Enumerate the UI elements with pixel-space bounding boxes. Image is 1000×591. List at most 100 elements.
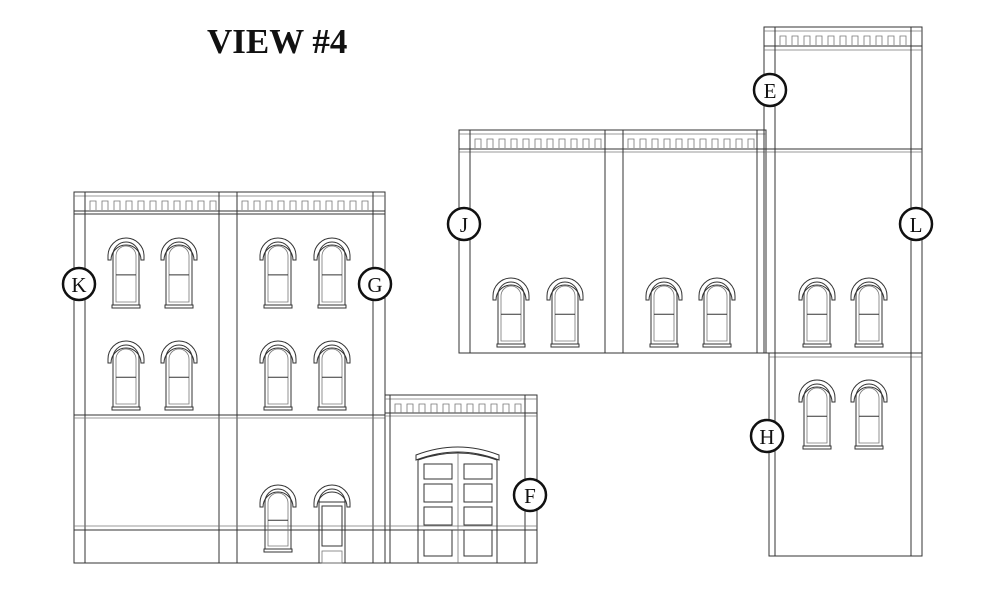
label-h: H	[759, 425, 774, 449]
dentil	[735, 138, 743, 148]
dentil	[486, 138, 494, 148]
window-glass	[168, 348, 190, 405]
window-sill	[854, 445, 884, 450]
dentil	[313, 200, 321, 210]
dentil	[711, 138, 719, 148]
dentil	[779, 35, 787, 45]
arched-window	[160, 340, 198, 411]
dentil	[442, 403, 450, 413]
window-frame	[318, 241, 346, 306]
carriage-door-panel	[463, 506, 493, 526]
dentil	[466, 403, 474, 413]
window-frame	[855, 281, 883, 345]
dentil	[125, 200, 133, 210]
window-glass	[706, 285, 728, 342]
window-arch	[850, 277, 888, 301]
dentil	[687, 138, 695, 148]
dentil	[89, 200, 97, 210]
label-circle-e	[752, 72, 788, 108]
dentil	[747, 138, 755, 148]
windows	[107, 237, 888, 553]
window-frame	[803, 281, 831, 345]
window-sill	[802, 445, 832, 450]
window-frame	[497, 281, 525, 345]
dentil	[113, 200, 121, 210]
dentil	[337, 200, 345, 210]
dentil	[498, 138, 506, 148]
dentil	[197, 200, 205, 210]
dentil	[514, 403, 522, 413]
carriage-door-arch	[415, 446, 500, 461]
window-frame	[112, 344, 140, 408]
dentil	[289, 200, 297, 210]
carriage-door-panel	[463, 529, 493, 557]
dentil	[875, 35, 883, 45]
arched-window	[850, 379, 888, 450]
window-glass	[321, 245, 343, 303]
window-arch	[107, 340, 145, 364]
window-arch	[107, 237, 145, 261]
dentil	[570, 138, 578, 148]
dentil	[277, 200, 285, 210]
dentil	[863, 35, 871, 45]
window-glass	[500, 285, 522, 342]
dentil	[253, 200, 261, 210]
arched-window	[798, 277, 836, 348]
wall-outline	[73, 191, 386, 564]
window-frame	[165, 344, 193, 408]
arched-window	[798, 379, 836, 450]
window-arch	[645, 277, 683, 301]
window-sill	[649, 343, 679, 348]
window-glass	[653, 285, 675, 342]
dentil	[241, 200, 249, 210]
window-sill	[702, 343, 732, 348]
window-arch	[313, 237, 351, 261]
dentil	[639, 138, 647, 148]
window-sill	[317, 406, 347, 411]
dentil	[454, 403, 462, 413]
wall-outline	[384, 394, 538, 564]
carriage-door-panel	[423, 529, 453, 557]
dentil	[699, 138, 707, 148]
window-arch	[492, 277, 530, 301]
dentil	[546, 138, 554, 148]
arched-window	[698, 277, 736, 348]
arched-window	[107, 340, 145, 411]
window-frame	[855, 383, 883, 447]
dentil	[349, 200, 357, 210]
window-glass	[554, 285, 576, 342]
dentil	[265, 200, 273, 210]
arched-window	[850, 277, 888, 348]
dentil	[594, 138, 602, 148]
window-frame	[264, 344, 292, 408]
window-arch	[259, 340, 297, 364]
dentil	[185, 200, 193, 210]
dentil	[394, 403, 402, 413]
wall-outline	[458, 129, 767, 354]
window-glass	[858, 387, 880, 444]
window-frame	[318, 344, 346, 408]
dentil	[899, 35, 907, 45]
arched-window	[160, 237, 198, 309]
carriage-door-panel	[423, 483, 453, 503]
dentil	[101, 200, 109, 210]
carriage-door-panel	[423, 463, 453, 480]
dentil	[406, 403, 414, 413]
door-kick-panel	[321, 550, 343, 564]
dentil	[803, 35, 811, 45]
window-sill	[164, 406, 194, 411]
dentil	[510, 138, 518, 148]
dentil	[301, 200, 309, 210]
label-k: K	[71, 273, 86, 297]
door-panel	[321, 505, 343, 547]
window-glass	[115, 245, 137, 303]
dentil	[418, 403, 426, 413]
window-arch	[259, 237, 297, 261]
dentil	[558, 138, 566, 148]
label-j: J	[460, 213, 468, 237]
carriage-door-panel	[463, 483, 493, 503]
building-walls	[73, 26, 923, 564]
arched-window	[492, 277, 530, 348]
window-arch	[798, 379, 836, 403]
